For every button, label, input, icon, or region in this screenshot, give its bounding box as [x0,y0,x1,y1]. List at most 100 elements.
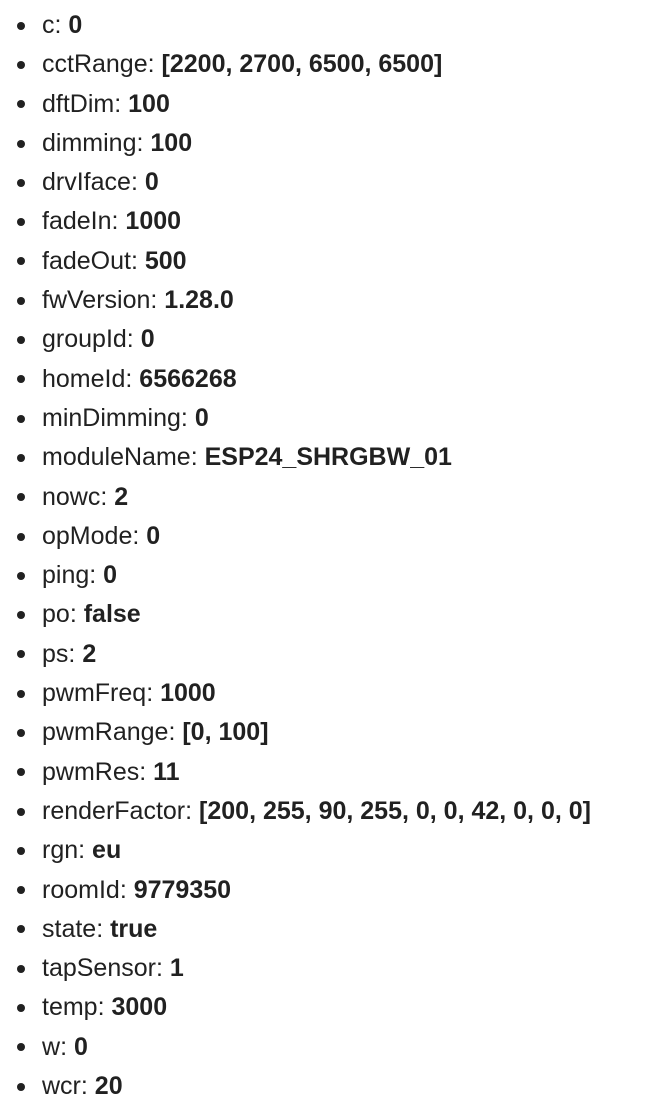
bullet-icon [17,846,25,855]
bullet-icon [17,21,25,30]
property-key: nowc [42,482,101,511]
property-item: fwVersion: 1.28.0 [0,281,650,320]
property-item: dimming: 100 [0,124,650,163]
bullet-icon [17,296,25,305]
bullet-icon [17,925,25,934]
property-item: pwmFreq: 1000 [0,674,650,713]
bullet-icon [17,532,25,541]
bullet-icon [17,414,25,423]
bullet-icon [17,611,25,620]
property-key: drvIface [42,168,131,197]
property-separator: : [54,11,69,39]
property-key: dimming [42,128,137,157]
property-item: renderFactor: [200, 255, 90, 255, 0, 0, … [0,792,650,831]
property-separator: : [126,325,141,354]
property-value: 100 [150,128,193,157]
bullet-icon [17,1004,25,1013]
property-separator: : [119,875,134,904]
property-item: ping: 0 [0,556,650,595]
property-key: pwmRange [42,718,169,747]
property-value: 1000 [160,679,216,708]
property-key: w [42,1032,61,1061]
property-key: groupId [42,325,127,354]
property-separator: : [132,521,147,550]
property-value: 1.28.0 [164,286,234,315]
property-separator: : [89,561,104,590]
bullet-icon [17,336,25,345]
bullet-icon [17,375,25,384]
property-separator: : [146,679,161,708]
property-separator: : [180,403,195,432]
property-separator: : [130,246,145,275]
property-value: true [110,914,158,943]
property-item: wcr: 20 [0,1067,650,1106]
property-value: 0 [194,403,209,432]
property-key: fadeOut [42,246,131,275]
property-key: c [42,11,55,39]
property-separator: : [130,168,145,197]
bullet-icon [17,886,25,895]
property-key: cctRange [42,50,148,79]
property-separator: : [190,443,205,472]
property-item: pwmRes: 11 [0,753,650,792]
property-value: [200, 255, 90, 255, 0, 0, 42, 0, 0, 0] [199,796,591,825]
property-separator: : [78,836,93,865]
bullet-icon [17,178,25,187]
property-item: opMode: 0 [0,517,650,556]
property-separator: : [168,718,183,747]
property-value: 0 [146,521,161,550]
property-separator: : [136,128,151,157]
property-separator: : [139,757,154,786]
bullet-icon [17,807,25,816]
property-key: ping [42,561,90,590]
property-item: roomId: 9779350 [0,871,650,910]
property-key: fwVersion [42,286,151,315]
property-separator: : [150,286,165,315]
property-item: fadeIn: 1000 [0,202,650,241]
property-item: w: 0 [0,1028,650,1067]
property-value: false [83,600,141,629]
property-value: [0, 100] [182,718,269,747]
property-item: pwmRange: [0, 100] [0,713,650,752]
property-key: dftDim [42,89,115,118]
property-value: 0 [144,168,159,197]
property-value: 0 [68,11,83,39]
property-separator: : [60,1032,74,1061]
property-key: roomId [42,875,120,904]
property-separator: : [147,50,162,79]
property-value: 6566268 [139,364,237,393]
property-item: cctRange: [2200, 2700, 6500, 6500] [0,45,650,84]
property-value: eu [92,836,122,865]
bullet-icon [17,1043,25,1052]
property-item: ps: 2 [0,635,650,674]
property-value: 0 [140,325,155,354]
property-key: wcr [42,1072,81,1101]
property-key: rgn [42,836,79,865]
property-value: 3000 [111,993,168,1022]
property-separator: : [185,796,200,825]
property-item: nowc: 2 [0,478,650,517]
property-value: 500 [144,246,187,275]
bullet-icon [17,60,25,69]
property-key: minDimming [42,403,181,432]
property-item: tapSensor: 1 [0,949,650,988]
property-value: 20 [94,1072,123,1101]
bullet-icon [17,571,25,580]
property-separator: : [97,993,112,1022]
property-item: groupId: 0 [0,320,650,359]
property-value: 9779350 [133,875,232,904]
bullet-icon [17,453,25,462]
property-value: 0 [73,1032,88,1061]
property-item: moduleName: ESP24_SHRGBW_01 [0,438,650,477]
property-key: homeId [42,364,126,393]
property-item: fadeOut: 500 [0,242,650,281]
bullet-icon [17,100,25,109]
property-value: ESP24_SHRGBW_01 [204,443,452,472]
property-value: 100 [128,89,170,118]
property-key: pwmRes [42,757,140,786]
bullet-icon [17,139,25,148]
property-key: po [42,600,70,629]
bullet-icon [17,493,25,502]
property-separator: : [114,89,129,118]
property-key: temp [42,993,98,1022]
